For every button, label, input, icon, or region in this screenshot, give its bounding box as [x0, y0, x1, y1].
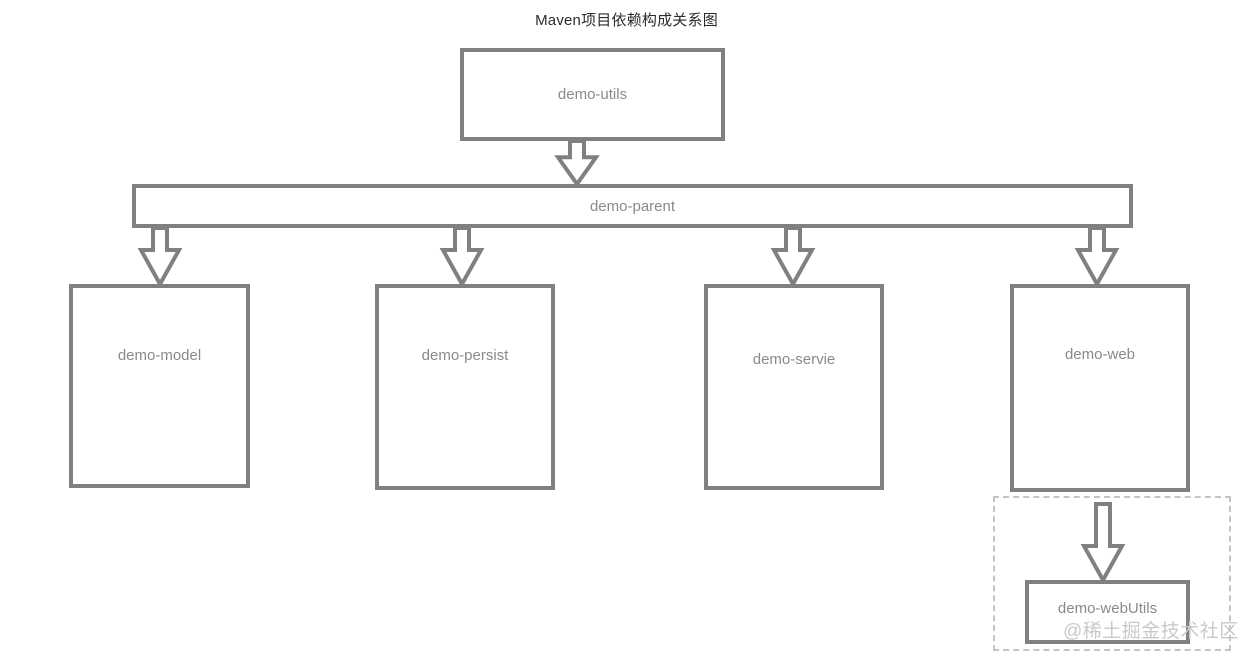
- node-box-demo-web[interactable]: [1010, 284, 1190, 492]
- node-label-demo-utils: demo-utils: [557, 86, 628, 103]
- arrow-utils-to-parent: [554, 139, 600, 188]
- node-label-demo-parent: demo-parent: [589, 198, 676, 215]
- arrow-parent-to-persist: [439, 226, 485, 289]
- node-box-demo-model[interactable]: [69, 284, 250, 488]
- page-title: Maven项目依赖构成关系图: [535, 12, 718, 29]
- node-box-demo-webUtils[interactable]: [1025, 580, 1190, 644]
- node-label-demo-model: demo-model: [117, 347, 202, 364]
- node-label-demo-servie: demo-servie: [752, 351, 836, 368]
- arrow-parent-to-web: [1074, 226, 1120, 289]
- arrow-parent-to-model: [137, 226, 183, 289]
- node-box-demo-persist[interactable]: [375, 284, 555, 490]
- node-label-demo-persist: demo-persist: [421, 347, 509, 364]
- node-label-demo-webUtils: demo-webUtils: [1057, 600, 1158, 617]
- arrow-parent-to-servie: [770, 226, 816, 289]
- node-label-demo-web: demo-web: [1064, 346, 1136, 363]
- watermark-label: @稀土掘金技术社区: [1063, 621, 1239, 642]
- dashed-group-region: [993, 496, 1231, 651]
- node-box-demo-servie[interactable]: [704, 284, 884, 490]
- node-box-demo-parent[interactable]: [132, 184, 1133, 228]
